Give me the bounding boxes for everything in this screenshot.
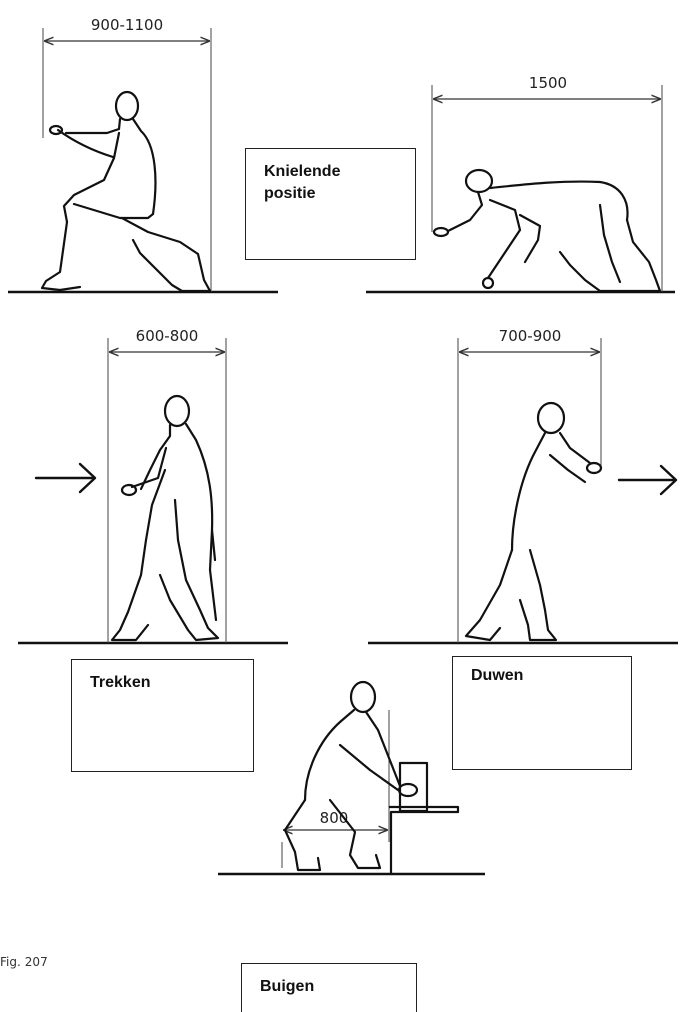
dimension-crawling-length: 1500: [529, 74, 567, 92]
panel-bending: 800: [218, 680, 485, 876]
pushing-person-figure: [464, 401, 603, 642]
pulling-person-figure: [110, 394, 220, 642]
label-kneeling: Knielende positie: [264, 163, 341, 202]
label-box-kneeling: Knielende positie: [245, 148, 416, 260]
label-box-bending: Buigen: [241, 963, 417, 1012]
panel-pushing: 700-900: [368, 327, 678, 645]
panel-kneeling: 900-1100: [8, 16, 278, 294]
figure-prefix: Fig.: [0, 955, 21, 969]
arrow-right-icon: [34, 462, 97, 494]
panel-pulling: 600-800: [18, 327, 288, 645]
table-with-box: [389, 761, 460, 874]
crawling-person-figure: [432, 168, 662, 293]
panel-crawling: 1500: [366, 74, 675, 294]
arrow-right-icon: [617, 464, 678, 496]
figure-number: 207: [24, 955, 48, 969]
figure-caption: Fig.207: [0, 955, 48, 969]
label-box-pulling: Trekken: [71, 659, 254, 772]
label-pushing: Duwen: [471, 667, 524, 684]
dimension-pulling-width: 600-800: [136, 327, 199, 345]
label-pulling: Trekken: [90, 674, 151, 691]
bending-person-figure: [283, 680, 419, 872]
label-bending: Buigen: [260, 978, 315, 995]
label-box-pushing: Duwen: [452, 656, 632, 770]
dimension-kneeling-reach: 900-1100: [91, 16, 163, 34]
kneeling-person-figure: [40, 90, 212, 293]
dimension-pushing-width: 700-900: [499, 327, 562, 345]
